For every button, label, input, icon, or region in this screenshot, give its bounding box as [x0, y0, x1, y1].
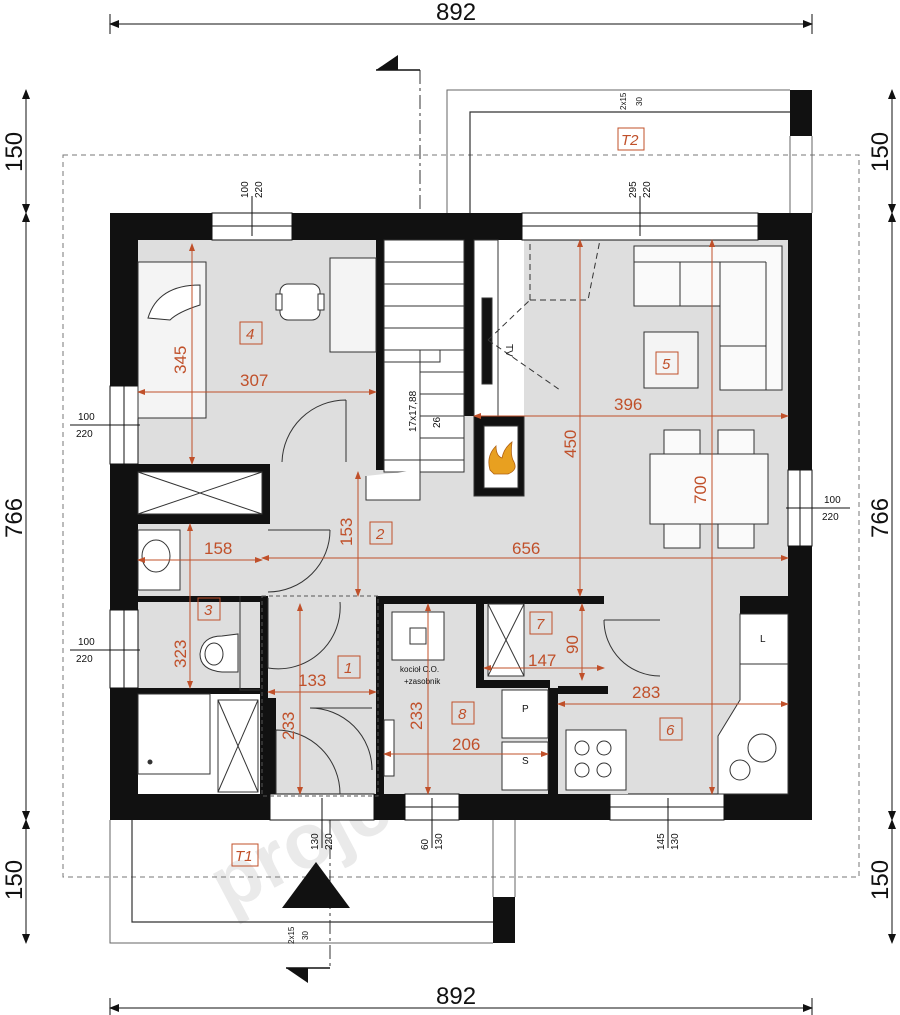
dim-left-mid: 766: [1, 498, 28, 538]
stair-label: 17x17,88: [408, 390, 419, 432]
room-7-label: 7: [536, 616, 545, 633]
dim-left-bottom: 150: [1, 860, 28, 900]
dim-147: 147: [528, 651, 556, 670]
terrace-t2-outline: [446, 89, 790, 213]
terrace-t1-outline: [109, 820, 493, 944]
window-right-h: 220: [822, 512, 839, 523]
appliance-p: P: [522, 704, 529, 715]
dim-307: 307: [240, 371, 268, 390]
dim-700: 700: [691, 476, 710, 504]
window-top-left-h: 220: [254, 181, 265, 198]
room-8-label: 8: [458, 706, 467, 723]
dim-656: 656: [512, 539, 540, 558]
dim-width-top: 892: [436, 0, 476, 26]
window-bottom-mid-w: 60: [420, 838, 431, 850]
room-4-label: 4: [246, 326, 254, 343]
kitchen-fixtures: [558, 613, 789, 795]
dim-206: 206: [452, 735, 480, 754]
window-bottom-mid-h: 130: [434, 833, 445, 850]
interior-walls: [138, 240, 788, 794]
appliance-s: S: [522, 756, 529, 767]
room-3-label: 3: [204, 602, 213, 619]
door-h: 220: [324, 833, 335, 850]
dim-right-bottom: 150: [867, 860, 894, 900]
dim-158: 158: [204, 539, 232, 558]
dim-right-top: 150: [867, 132, 894, 172]
terrace-bottom-step: 2x15: [287, 926, 296, 944]
terrace-t1-label: T1: [235, 848, 253, 865]
appliance-l: L: [760, 634, 766, 645]
terrace-outline-dashed: [62, 154, 860, 878]
window-left-lower-h: 220: [76, 654, 93, 665]
room-1-label: 1: [344, 660, 352, 677]
terrace-bottom-rise: 30: [301, 931, 310, 940]
room-6-label: 6: [666, 722, 675, 739]
entrance-arrow-icon: [282, 862, 350, 908]
window-top-left-w: 100: [240, 181, 251, 198]
window-top-right-w: 295: [628, 181, 639, 198]
dim-323: 323: [171, 640, 190, 668]
dim-left-top: 150: [1, 132, 28, 172]
dim-450: 450: [561, 430, 580, 458]
terrace-top-step: 2x15: [619, 92, 628, 110]
stair-count: 26: [432, 416, 443, 428]
window-bottom-right-w: 145: [656, 833, 667, 850]
dim-133: 133: [298, 671, 326, 690]
window-left-lower-w: 100: [78, 637, 95, 648]
window-left-upper-w: 100: [78, 412, 95, 423]
dim-90: 90: [563, 635, 582, 654]
window-bottom-right-h: 130: [670, 833, 681, 850]
boiler-label-1: kocioł C.O.: [400, 665, 439, 674]
dim-233a: 233: [279, 712, 298, 740]
fireplace-icon: [488, 441, 516, 475]
boiler-label-2: +zasobnik: [404, 677, 441, 686]
dim-width-bottom: 892: [436, 983, 476, 1010]
dim-345: 345: [171, 346, 190, 374]
staircase: [365, 239, 465, 501]
room-5-label: 5: [662, 356, 671, 373]
dim-right-mid: 766: [867, 498, 894, 538]
door-w: 130: [310, 833, 321, 850]
window-right-w: 100: [824, 495, 841, 506]
bathroom-fixtures: [137, 529, 260, 793]
dim-233b: 233: [407, 702, 426, 730]
dim-153: 153: [337, 518, 356, 546]
room-2-label: 2: [375, 526, 385, 543]
tv-label: TV: [503, 344, 514, 357]
terrace-t2-label: T2: [621, 132, 639, 149]
dim-396: 396: [614, 395, 642, 414]
terrace-top-rise: 30: [635, 97, 644, 106]
window-left-upper-h: 220: [76, 429, 93, 440]
dim-283: 283: [632, 683, 660, 702]
window-top-right-h: 220: [642, 181, 653, 198]
